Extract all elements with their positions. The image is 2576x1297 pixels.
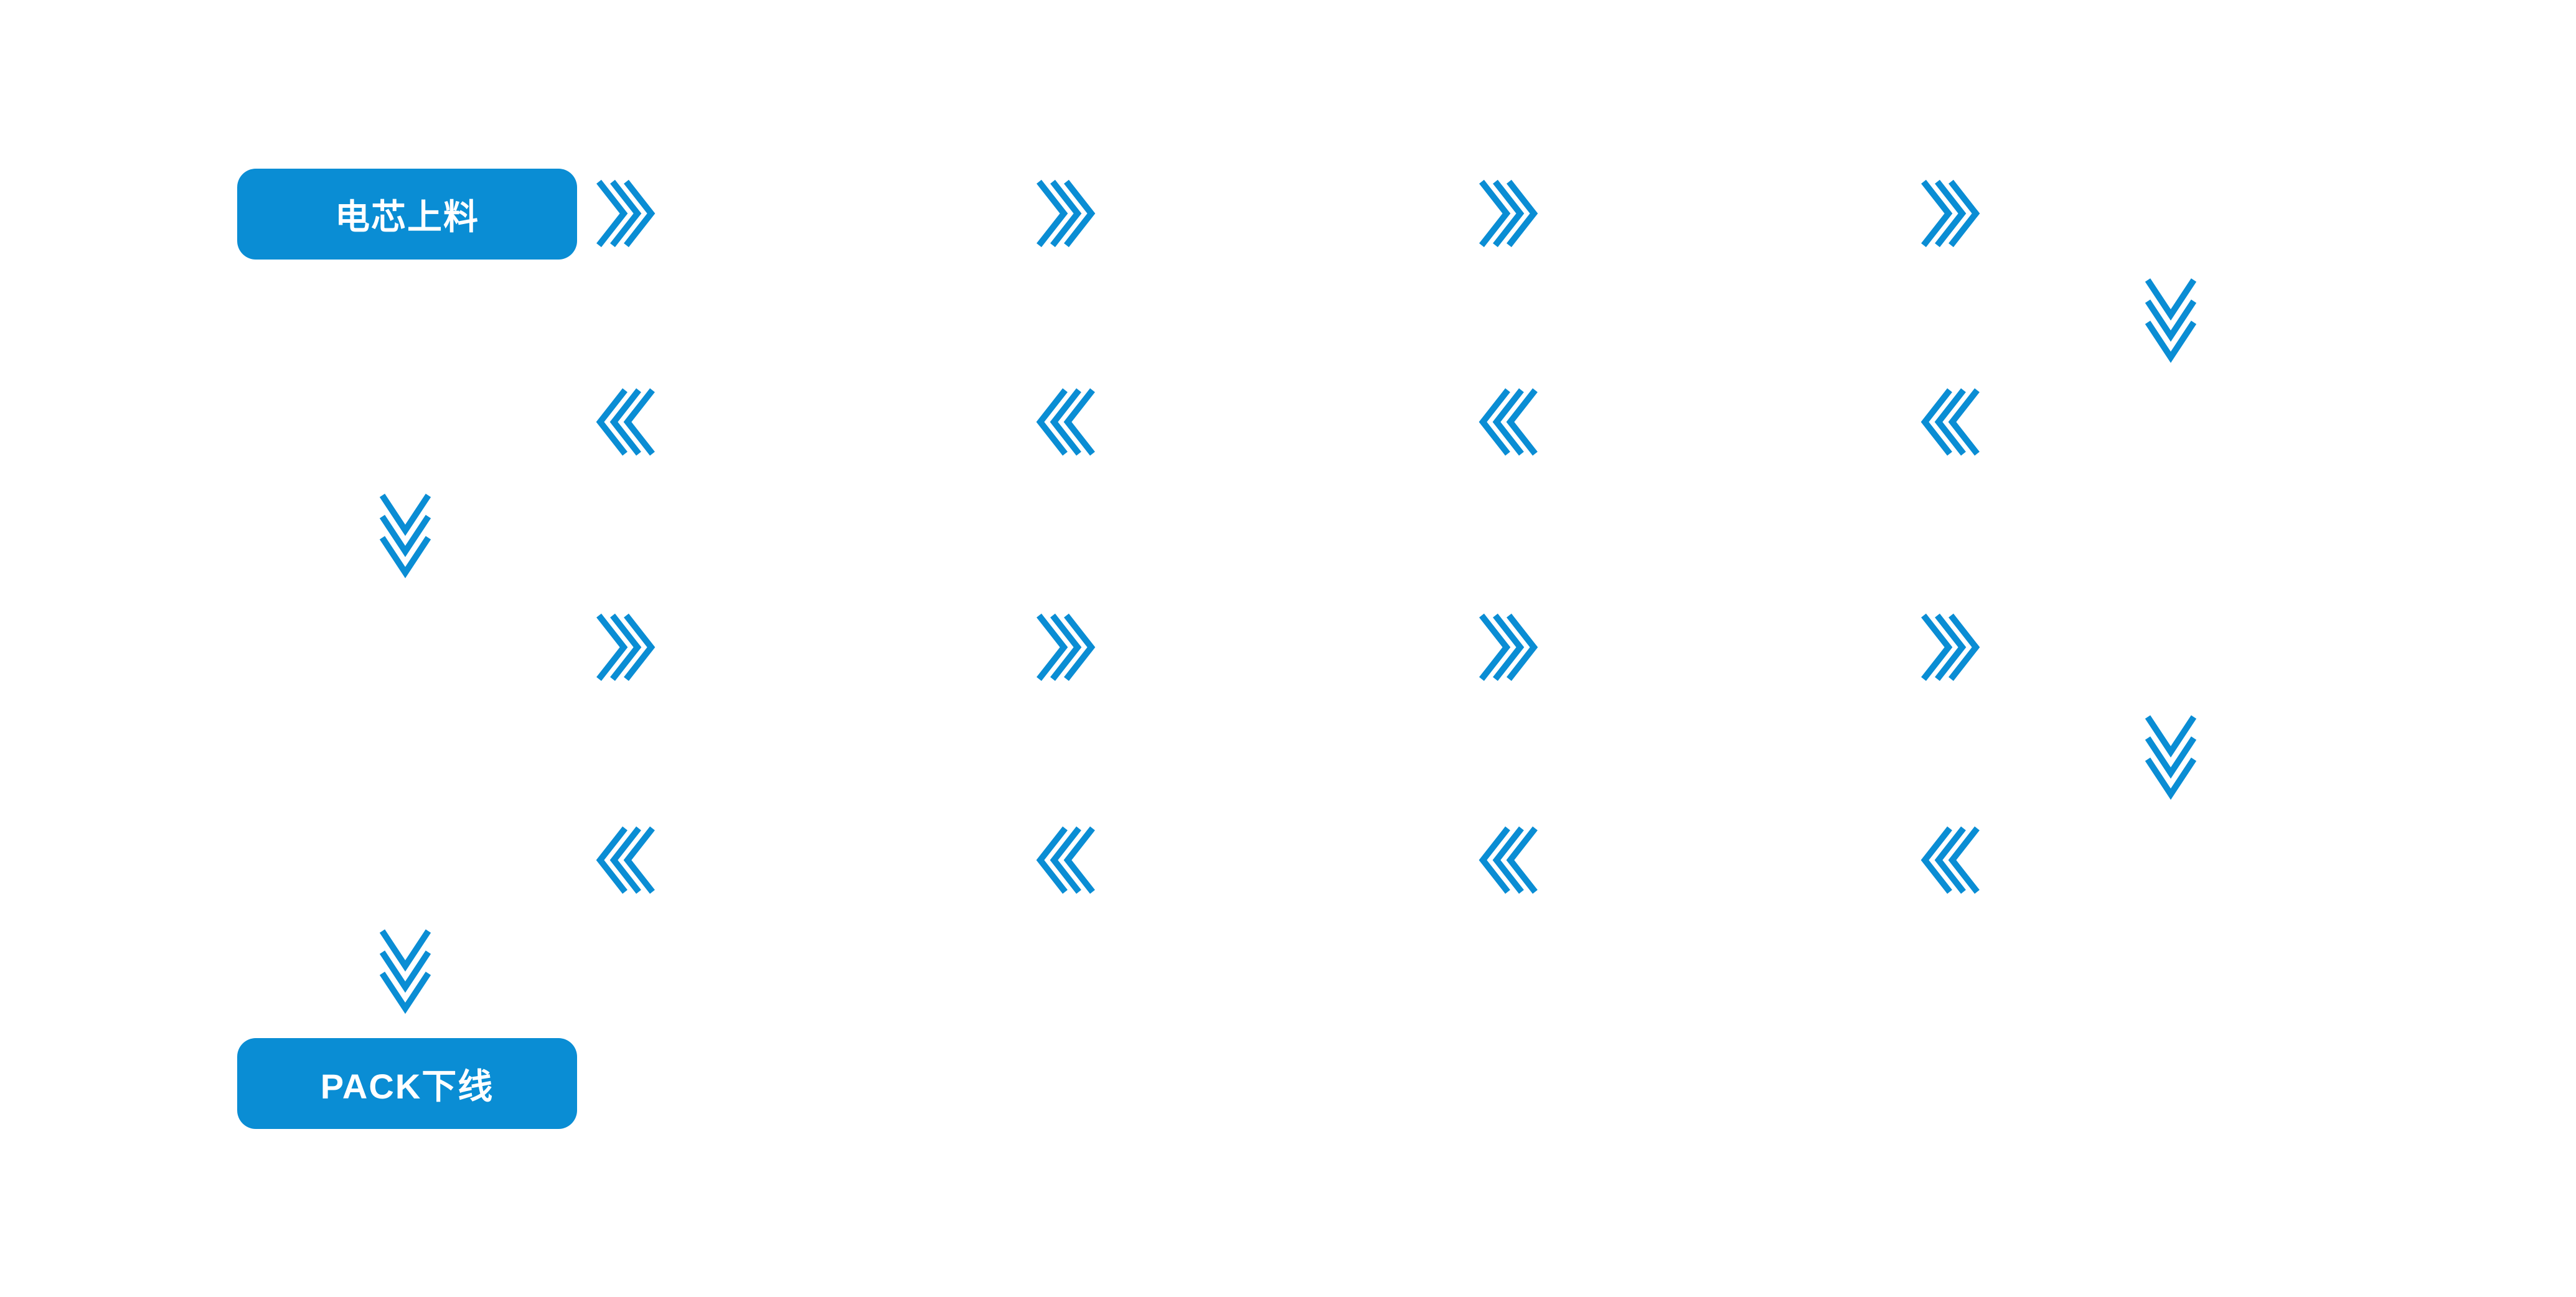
chevron-left-icon [1478, 388, 1538, 456]
process-box-label: PACK下线 [320, 1066, 494, 1106]
chevron-left-icon [1920, 388, 1980, 456]
process-box-pack-offline: PACK下线 [237, 1038, 577, 1129]
chevron-left-icon [1920, 826, 1980, 894]
chevron-right-icon [1479, 613, 1538, 681]
chevron-left-icon [596, 388, 655, 456]
chevron-down-icon [2145, 714, 2197, 800]
chevron-left-icon [1036, 388, 1095, 456]
chevron-down-icon [379, 929, 431, 1014]
chevron-right-icon [1037, 613, 1096, 681]
chevron-right-icon [1037, 179, 1096, 248]
chevron-right-icon [596, 179, 656, 248]
chevron-down-icon [2145, 278, 2197, 363]
chevron-right-icon [1921, 613, 1980, 681]
chevron-left-icon [596, 826, 655, 894]
chevron-left-icon [1478, 826, 1538, 894]
chevron-left-icon [1036, 826, 1095, 894]
chevron-right-icon [596, 613, 656, 681]
chevron-down-icon [379, 493, 431, 579]
process-box-cell-loading: 电芯上料 [237, 169, 577, 260]
process-box-label: 电芯上料 [335, 197, 479, 236]
chevron-right-icon [1479, 179, 1538, 248]
chevron-right-icon [1921, 179, 1980, 248]
